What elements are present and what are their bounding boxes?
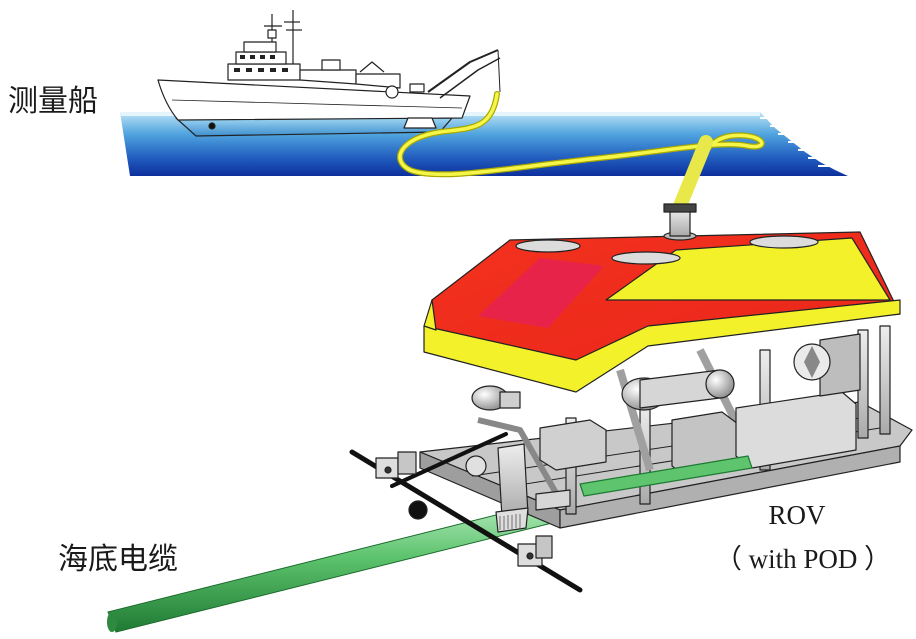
rov-equipment — [471, 333, 861, 497]
rov-pod-tool — [465, 443, 571, 533]
rov-label: ROV — [768, 500, 826, 530]
survey-ship-label: 测量船 — [8, 84, 98, 119]
survey-ship — [157, 10, 501, 137]
rov-cable-tracker — [349, 432, 583, 593]
rov-vehicle — [349, 203, 913, 593]
rov-buoyancy-canopy — [423, 203, 901, 393]
subsea-cable-label: 海底电缆 — [58, 542, 178, 577]
tether-cable — [397, 91, 765, 213]
rov-pod-label: （ with POD ） — [714, 544, 892, 574]
